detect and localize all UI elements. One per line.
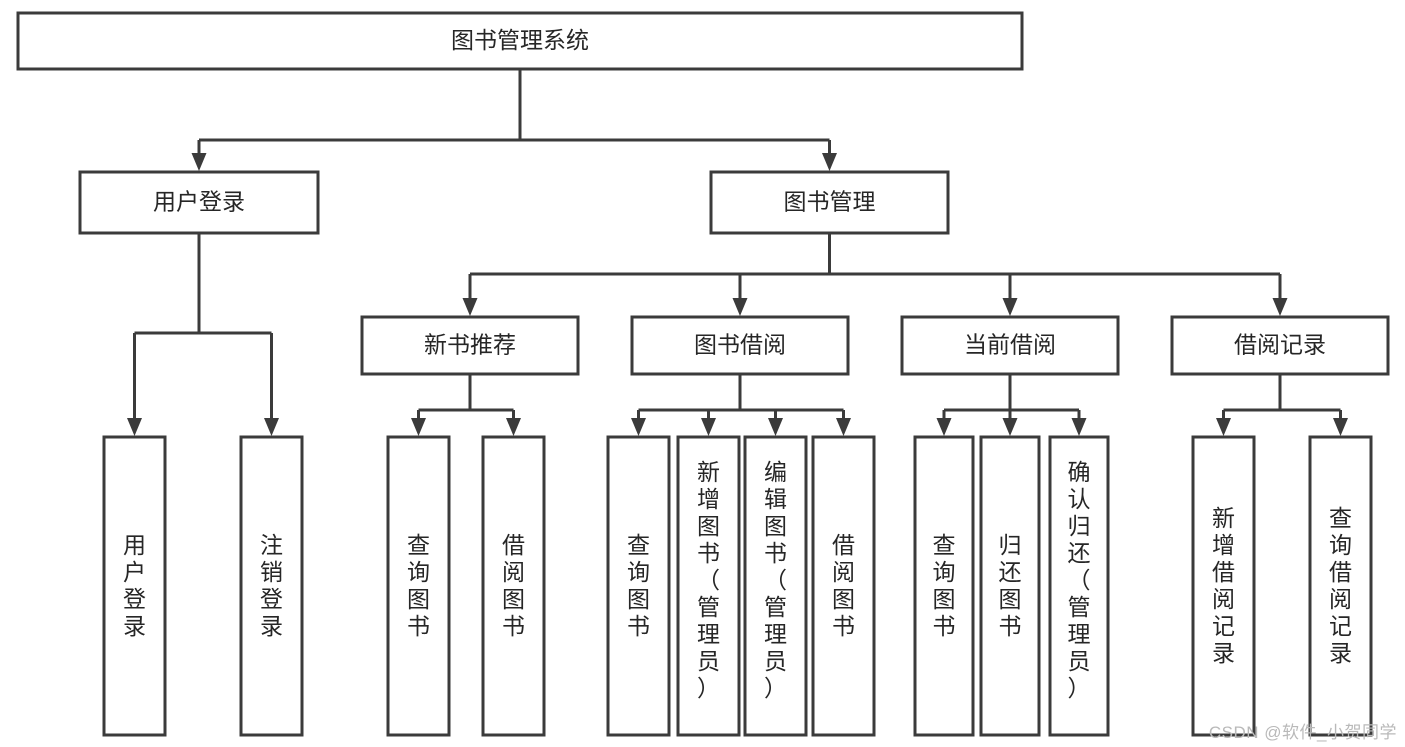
node-new-book-recommend[interactable]: 新书推荐 (360, 315, 580, 376)
node-label-leaf-borrow-book: 借阅图书 (832, 532, 855, 639)
arrow-head-icon-borrow-record (1272, 298, 1288, 316)
node-box-leaf-add-book-admin (676, 435, 741, 737)
arrow-head-icon-leaf-add-book-admin (701, 418, 716, 436)
node-leaf-query-borrow-record[interactable]: 查询借阅记录 (1308, 435, 1373, 737)
node-box-leaf-query-book-rec (386, 435, 451, 737)
node-box-user-login (78, 170, 320, 235)
node-box-new-book-recommend (360, 315, 580, 376)
node-label-book-manage: 图书管理 (784, 189, 876, 215)
node-label-leaf-query-book-borrow: 查询图书 (627, 532, 650, 639)
node-borrow-record[interactable]: 借阅记录 (1170, 315, 1390, 376)
node-leaf-borrow-book-rec[interactable]: 借阅图书 (481, 435, 546, 737)
node-leaf-add-borrow-record[interactable]: 新增借阅记录 (1191, 435, 1256, 737)
node-label-leaf-query-borrow-record: 查询借阅记录 (1329, 505, 1352, 666)
node-label-new-book-recommend: 新书推荐 (424, 332, 516, 358)
node-label-leaf-add-book-admin: 新增图书（管理员） (697, 459, 720, 701)
node-book-borrow[interactable]: 图书借阅 (630, 315, 850, 376)
node-label-leaf-query-book-rec: 查询图书 (407, 532, 430, 639)
arrow-head-icon-leaf-borrow-book-rec (506, 418, 521, 436)
node-current-borrow[interactable]: 当前借阅 (900, 315, 1120, 376)
connector-layer (127, 69, 1348, 436)
node-box-leaf-add-borrow-record (1191, 435, 1256, 737)
node-box-leaf-confirm-return-admin (1048, 435, 1110, 737)
arrow-head-icon-book-manage (822, 153, 837, 171)
node-box-leaf-edit-book-admin (743, 435, 808, 737)
node-box-leaf-return-book (979, 435, 1041, 737)
node-box-leaf-user-login (102, 435, 167, 737)
arrow-head-icon-leaf-query-book-rec (411, 418, 426, 436)
node-leaf-query-book-borrow[interactable]: 查询图书 (606, 435, 671, 737)
arrow-head-icon-leaf-query-book-current (936, 418, 952, 436)
node-box-current-borrow (900, 315, 1120, 376)
node-box-leaf-query-book-current (913, 435, 975, 737)
node-box-root (16, 11, 1024, 71)
arrow-head-icon-leaf-user-login (127, 418, 142, 436)
node-label-book-borrow: 图书借阅 (694, 332, 786, 358)
node-box-leaf-query-borrow-record (1308, 435, 1373, 737)
node-leaf-borrow-book[interactable]: 借阅图书 (811, 435, 876, 737)
node-box-leaf-borrow-book (811, 435, 876, 737)
watermark-text: CSDN @软件_小贺同学 (1208, 723, 1397, 742)
node-label-leaf-user-logout: 注销登录 (260, 532, 283, 639)
node-leaf-query-book-current[interactable]: 查询图书 (913, 435, 975, 737)
node-layer: 图书管理系统用户登录图书管理新书推荐图书借阅当前借阅借阅记录用户登录注销登录查询… (16, 11, 1390, 737)
arrow-head-icon-current-borrow (1002, 298, 1018, 316)
arrow-head-icon-leaf-query-book-borrow (631, 418, 646, 436)
arrow-head-icon-leaf-edit-book-admin (768, 418, 783, 436)
arrow-head-icon-leaf-confirm-return-admin (1071, 418, 1087, 436)
arrow-head-icon-user-login (191, 153, 207, 171)
node-label-current-borrow: 当前借阅 (964, 332, 1056, 358)
node-label-leaf-query-book-current: 查询图书 (933, 532, 956, 639)
node-box-book-manage (709, 170, 950, 235)
node-label-leaf-edit-book-admin: 编辑图书（管理员） (764, 459, 787, 701)
node-box-leaf-borrow-book-rec (481, 435, 546, 737)
node-label-user-login: 用户登录 (153, 189, 245, 215)
arrow-head-icon-leaf-user-logout (264, 418, 279, 436)
node-label-leaf-confirm-return-admin: 确认归还（管理员） (1068, 459, 1091, 701)
arrow-head-icon-leaf-borrow-book (836, 418, 851, 436)
node-leaf-user-logout[interactable]: 注销登录 (239, 435, 304, 737)
node-leaf-edit-book-admin[interactable]: 编辑图书（管理员） (743, 435, 808, 737)
node-leaf-add-book-admin[interactable]: 新增图书（管理员） (676, 435, 741, 737)
node-label-leaf-borrow-book-rec: 借阅图书 (502, 532, 525, 639)
node-box-borrow-record (1170, 315, 1390, 376)
arrow-head-icon-leaf-add-borrow-record (1216, 418, 1231, 436)
node-leaf-confirm-return-admin[interactable]: 确认归还（管理员） (1048, 435, 1110, 737)
node-label-leaf-add-borrow-record: 新增借阅记录 (1212, 505, 1235, 666)
arrow-head-icon-leaf-return-book (1002, 418, 1018, 436)
arrow-head-icon-book-borrow (732, 298, 748, 316)
node-user-login[interactable]: 用户登录 (78, 170, 320, 235)
node-leaf-return-book[interactable]: 归还图书 (979, 435, 1041, 737)
node-box-book-borrow (630, 315, 850, 376)
node-book-manage[interactable]: 图书管理 (709, 170, 950, 235)
node-label-leaf-return-book: 归还图书 (999, 532, 1022, 639)
arrow-head-icon-new-book-recommend (462, 298, 478, 316)
node-root[interactable]: 图书管理系统 (16, 11, 1024, 71)
node-label-borrow-record: 借阅记录 (1234, 332, 1326, 358)
node-leaf-user-login[interactable]: 用户登录 (102, 435, 167, 737)
node-label-leaf-user-login: 用户登录 (123, 532, 146, 639)
node-leaf-query-book-rec[interactable]: 查询图书 (386, 435, 451, 737)
node-box-leaf-user-logout (239, 435, 304, 737)
node-box-leaf-query-book-borrow (606, 435, 671, 737)
node-label-root: 图书管理系统 (451, 27, 589, 53)
arrow-head-icon-leaf-query-borrow-record (1333, 418, 1348, 436)
